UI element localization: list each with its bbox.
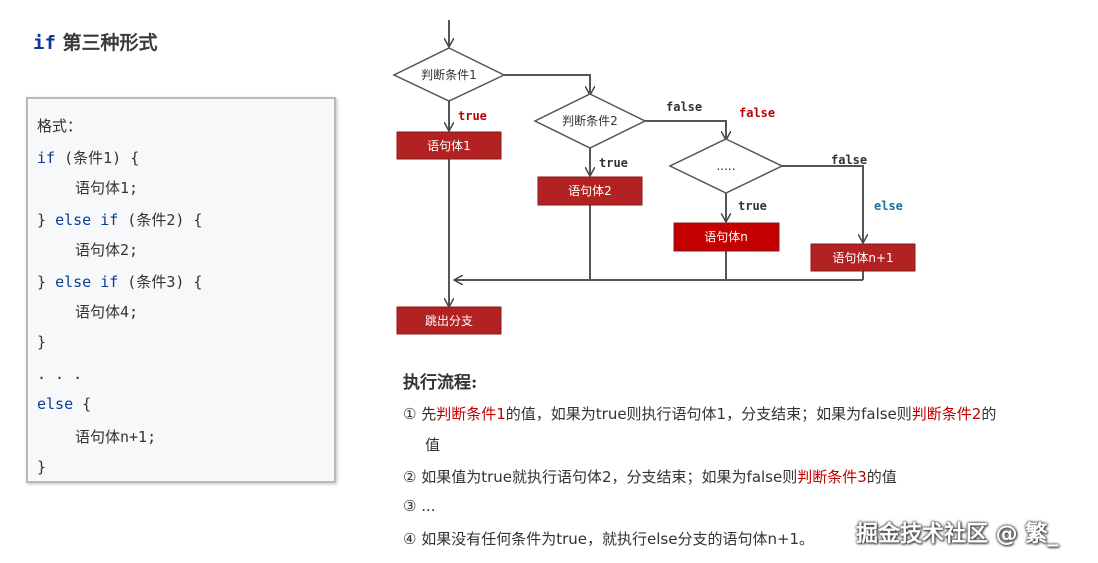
- cond1-diamond: [392, 47, 506, 102]
- code-text: (条件2) {: [118, 211, 203, 229]
- cond2-false-arrow: [645, 120, 726, 139]
- code-keyword: else if: [55, 273, 119, 291]
- code-line-1: 格式：: [37, 117, 83, 135]
- step-1: ① 先判断条件1的值，如果为true则执行语句体1，分支结束；如果为false则…: [403, 403, 996, 424]
- watermark: 掘金技术社区 @ 繁_: [856, 522, 1059, 547]
- code-line-6: } else if (条件3) {: [37, 271, 202, 292]
- code-text: (条件1) {: [55, 149, 140, 167]
- code-line-9: . . .: [37, 365, 83, 383]
- cond3-false-arrow: [782, 165, 863, 242]
- body2-box: [537, 176, 643, 206]
- step-text: ② 如果值为true就执行语句体2，分支结束；如果为false则: [403, 468, 798, 486]
- section-title: if 第三种形式: [33, 28, 158, 55]
- cond2-label: 判断条件2: [562, 113, 618, 128]
- code-text: }: [37, 273, 56, 291]
- cond2-diamond: [533, 93, 647, 149]
- step-text: 的: [981, 405, 997, 423]
- code-line-12: }: [37, 458, 47, 476]
- true-label-3: true: [738, 199, 767, 213]
- step-text: 的值，如果为true则执行语句体1，分支结束；如果为false则: [505, 405, 912, 423]
- cond3-label: .....: [716, 159, 735, 173]
- code-keyword: else: [37, 395, 74, 413]
- step-4: ④ 如果没有任何条件为true，就执行else分支的语句体n+1。: [403, 530, 815, 548]
- code-format-box: 格式： if (条件1) { 语句体1; } else if (条件2) { 语…: [26, 97, 336, 483]
- step-highlight: 判断条件1: [436, 405, 506, 423]
- exit-label: 跳出分支: [425, 314, 473, 328]
- exit-box: [396, 306, 502, 335]
- cond3-diamond: [668, 138, 784, 194]
- code-keyword: if: [37, 149, 56, 167]
- body2-label: 语句体2: [568, 184, 612, 198]
- step-highlight: 判断条件3: [797, 468, 867, 486]
- code-keyword: else if: [55, 211, 119, 229]
- code-text: }: [37, 211, 56, 229]
- false-label-1: false: [666, 100, 702, 114]
- code-text: (条件3) {: [118, 273, 203, 291]
- bodyn1-label: 语句体n+1: [832, 251, 893, 265]
- cond1-false-arrow: [504, 74, 590, 94]
- code-text: {: [73, 395, 92, 413]
- true-label-2: true: [599, 156, 628, 170]
- step-text: ① 先: [403, 405, 437, 423]
- step-text: 的值: [866, 468, 897, 486]
- title-keyword: if: [33, 32, 56, 54]
- step-2: ② 如果值为true就执行语句体2，分支结束；如果为false则判断条件3的值: [403, 466, 897, 487]
- title-text: 第三种形式: [62, 32, 158, 54]
- step-3: ③ ...: [403, 497, 436, 515]
- bodyn-label: 语句体n: [704, 230, 748, 244]
- cond1-label: 判断条件1: [421, 67, 477, 82]
- true-label-1: true: [458, 109, 487, 123]
- code-line-4: } else if (条件2) {: [37, 209, 202, 230]
- body1-box: [396, 131, 502, 160]
- code-line-5: 语句体2;: [75, 241, 139, 259]
- code-line-8: }: [37, 333, 47, 351]
- else-label: else: [874, 199, 903, 213]
- step-1-cont: 值: [425, 436, 441, 454]
- code-line-11: 语句体n+1;: [75, 428, 157, 446]
- false-label-3: false: [831, 153, 867, 167]
- bodyn-box: [673, 222, 780, 252]
- bodyn1-box: [810, 243, 916, 272]
- code-line-10: else {: [37, 395, 91, 413]
- exec-title: 执行流程:: [403, 373, 478, 393]
- body1-label: 语句体1: [427, 139, 471, 153]
- code-line-7: 语句体4;: [75, 303, 139, 321]
- code-line-2: if (条件1) {: [37, 147, 139, 168]
- step-highlight: 判断条件2: [911, 405, 982, 423]
- false-label-2: false: [739, 106, 775, 120]
- code-line-3: 语句体1;: [75, 179, 139, 197]
